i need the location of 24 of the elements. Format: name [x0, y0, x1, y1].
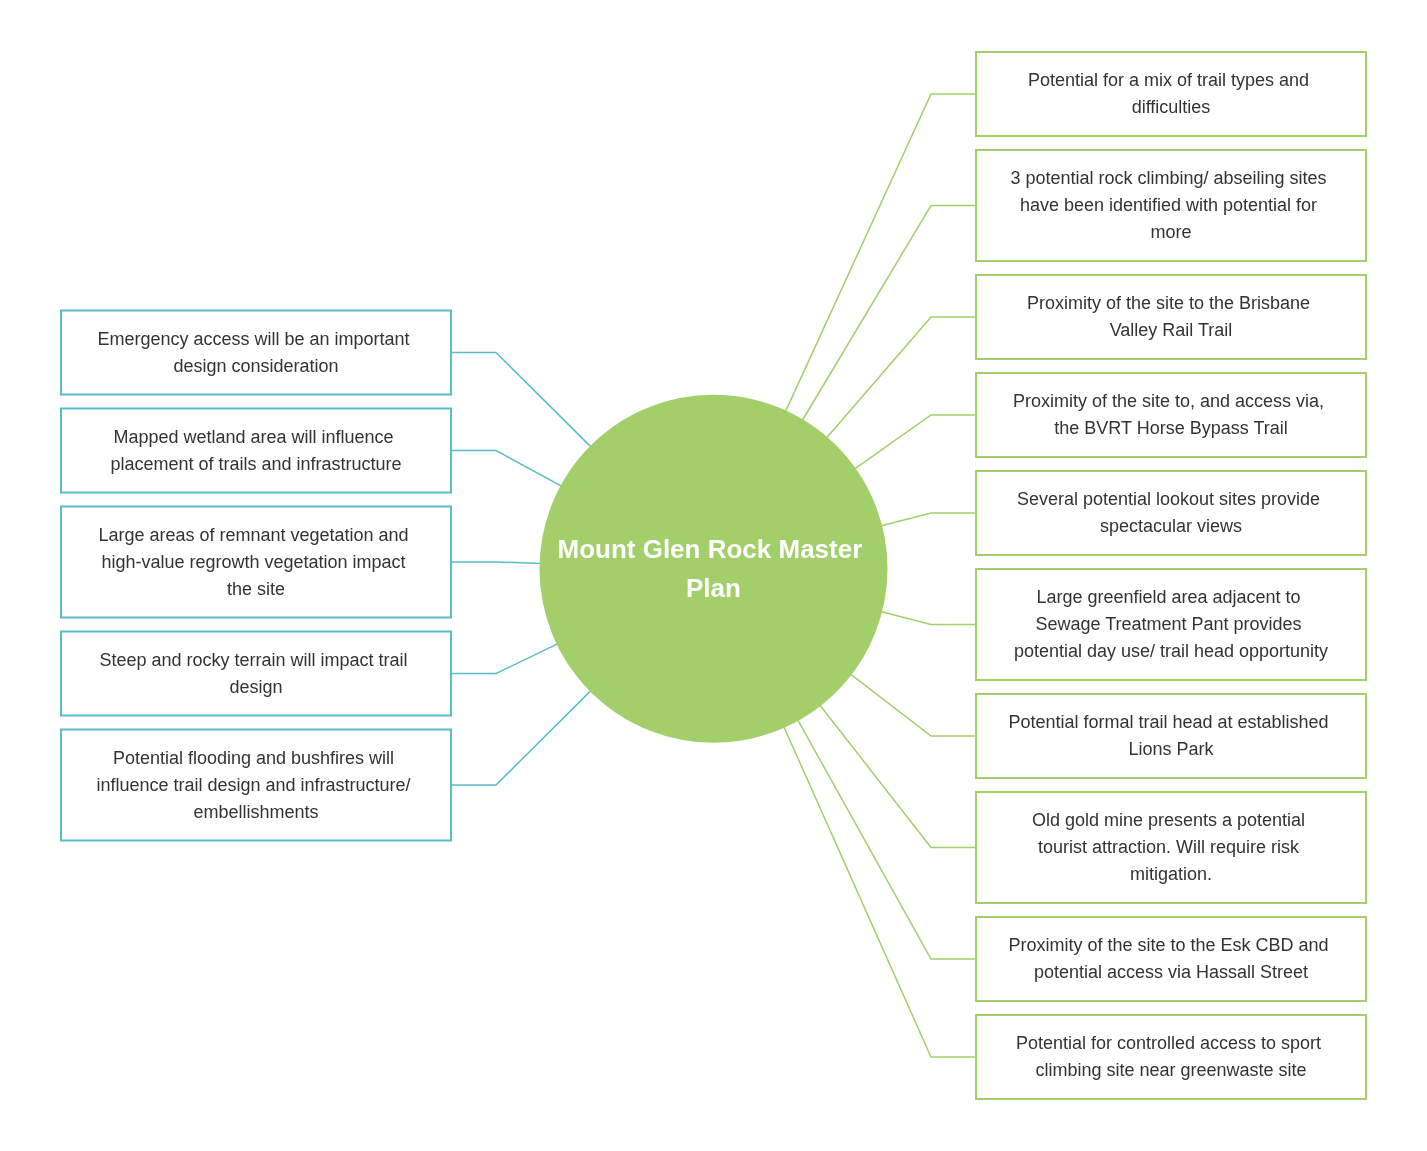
node-box: Large greenfield area adjacent to Sewage Treatment Pant provides potential day use/ trail head opportunity	[975, 568, 1367, 681]
node-box: Potential flooding and bushfires will influence trail design and infrastructure/ embellishments	[60, 728, 452, 842]
connector	[801, 204, 977, 422]
connector	[796, 718, 977, 960]
node-box: Potential for controlled access to sport climbing site near greenwaste site	[975, 1014, 1367, 1100]
connector	[849, 673, 977, 737]
node-box: Steep and rocky terrain will impact trail design	[60, 630, 452, 717]
node-box: Proximity of the site to the Brisbane Valley Rail Trail	[975, 274, 1367, 360]
node-circle: Mount Glen Rock Master Plan	[539, 394, 888, 743]
node-box: Large areas of remnant vegetation and high-value regrowth vegetation impact the site	[60, 505, 452, 619]
node-box: Several potential lookout sites provide spectacular views	[975, 470, 1367, 556]
connector	[818, 704, 977, 849]
connector	[825, 316, 977, 439]
connector	[853, 414, 977, 470]
connector	[784, 93, 977, 413]
node-box: Potential formal trail head at established Lions Park	[975, 693, 1367, 779]
node-box: Emergency access will be an important design consideration	[60, 309, 452, 396]
node-box: Proximity of the site to, and access via, the BVRT Horse Bypass Trail	[975, 372, 1367, 458]
node-box: Old gold mine presents a potential tourist attraction. Will require risk mitigation.	[975, 791, 1367, 904]
node-box: Mapped wetland area will influence placement of trails and infrastructure	[60, 407, 452, 494]
connector	[782, 725, 977, 1058]
node-box: Proximity of the site to the Esk CBD and potential access via Hassall Street	[975, 916, 1367, 1002]
node-box: 3 potential rock climbing/ abseiling sites have been identified with potential for more	[975, 149, 1367, 262]
node-box: Potential for a mix of trail types and difficulties	[975, 51, 1367, 137]
